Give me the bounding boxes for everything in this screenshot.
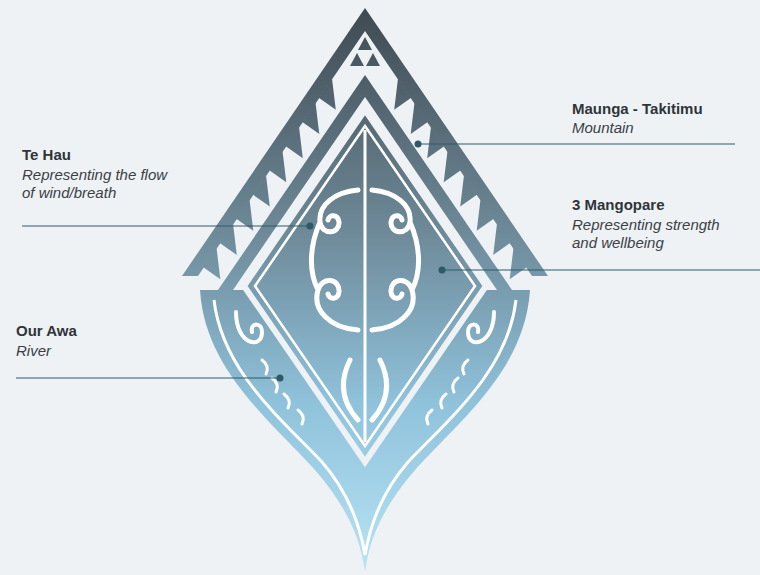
maunga-apex-triangles (350, 37, 380, 66)
callout-title: Our Awa (16, 322, 77, 340)
callout-description: Representing the flow of wind/breath (22, 166, 180, 202)
te-hau-centre-line (364, 130, 367, 442)
leader-line (16, 377, 280, 378)
callout-title: Te Hau (22, 146, 71, 164)
leader-line (418, 143, 735, 144)
mangopare-curls (311, 190, 418, 420)
callout-description: River (16, 342, 51, 360)
leader-dot (277, 375, 284, 382)
callout-description: Mountain (572, 119, 634, 137)
leader-line (442, 269, 760, 270)
callout-title: Maunga - Takitimu (572, 100, 703, 118)
callout-description: Representing strength and wellbeing (572, 216, 747, 252)
leader-lines (16, 141, 760, 382)
leader-line (22, 225, 310, 226)
leader-dot (415, 141, 422, 148)
inner-diamond (244, 110, 486, 462)
leader-dot (307, 223, 314, 230)
leader-dot (439, 267, 446, 274)
callout-title: 3 Mangopare (572, 196, 665, 214)
inner-diamond-outline (255, 126, 475, 446)
